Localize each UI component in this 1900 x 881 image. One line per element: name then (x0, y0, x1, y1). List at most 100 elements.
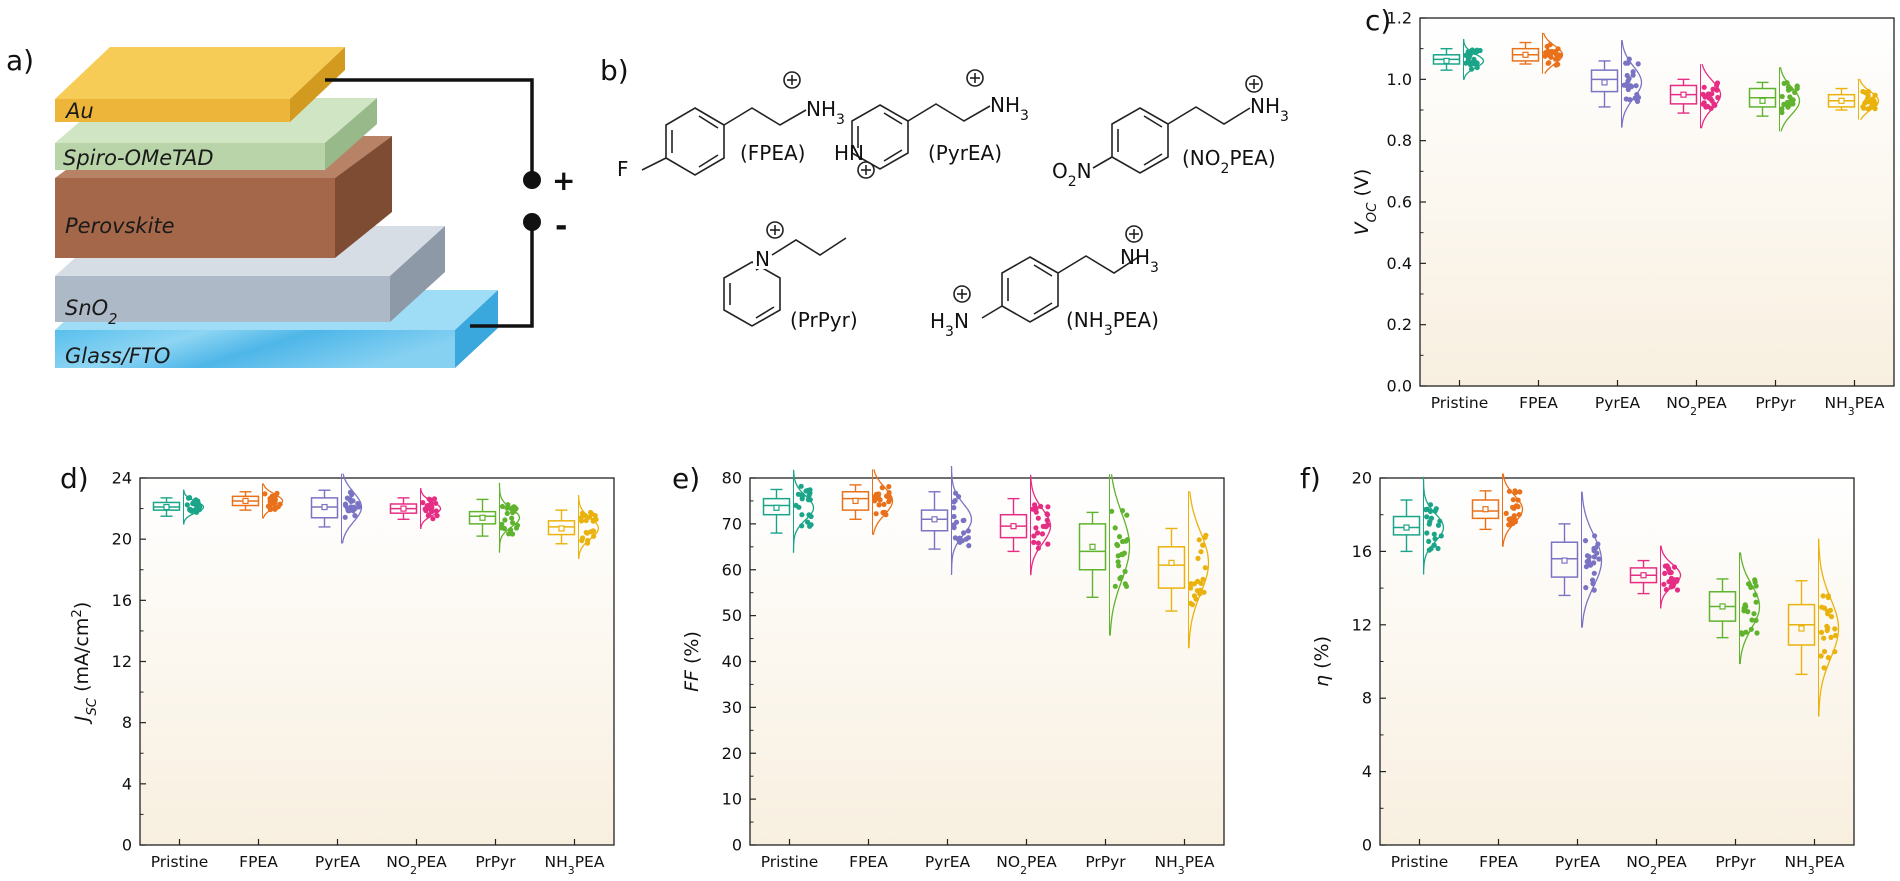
box-group-pristine: Pristine (1431, 38, 1488, 412)
data-point (1584, 553, 1591, 559)
data-point (1751, 611, 1757, 617)
mean-marker (1561, 557, 1568, 564)
data-point (579, 510, 586, 516)
data-point (277, 501, 283, 507)
data-point (1625, 60, 1631, 66)
data-point (1119, 508, 1126, 514)
distribution-curve (872, 469, 894, 535)
pyrea-hn: HN (834, 141, 864, 165)
data-point (1437, 518, 1443, 524)
data-point (1119, 551, 1125, 558)
mean-marker (1838, 97, 1845, 104)
nh3pea-h3n: H3N (930, 309, 969, 340)
y-tick-label: 1.2 (1387, 9, 1412, 28)
data-point (1824, 623, 1830, 629)
data-point (1860, 88, 1866, 95)
x-tick-label: NH3PEA (1785, 853, 1845, 877)
data-point (1625, 86, 1631, 93)
data-point (1465, 55, 1471, 61)
data-point (1592, 533, 1598, 539)
layer-label-glass-fto: Glass/FTO (65, 344, 170, 368)
data-point (1438, 533, 1444, 539)
data-point (1474, 64, 1480, 71)
plot-area (139, 477, 615, 846)
data-point (1818, 629, 1825, 636)
mean-marker (321, 503, 328, 511)
data-point (1545, 48, 1551, 54)
y-tick-label: 1.0 (1387, 70, 1412, 89)
data-point (1193, 596, 1199, 602)
data-point (881, 501, 887, 507)
data-point (504, 510, 510, 516)
fpea-fluorine: F (617, 157, 629, 181)
y-tick-label: 60 (722, 560, 742, 579)
box-group-pristine: Pristine (761, 469, 818, 871)
data-point (1044, 517, 1050, 523)
data-point (1118, 574, 1124, 580)
data-point (961, 530, 967, 536)
iqr-box (1078, 523, 1107, 571)
data-point (1544, 43, 1550, 50)
data-point (1424, 514, 1430, 520)
data-point (433, 508, 439, 514)
y-tick-label: 4 (1362, 762, 1372, 781)
data-point (1785, 104, 1791, 110)
data-point (1435, 522, 1442, 528)
data-point (1031, 506, 1038, 512)
data-point (1872, 106, 1878, 112)
prpyr-name: (PrPyr) (790, 308, 858, 332)
y-tick-label: 20 (1352, 469, 1372, 488)
distribution-curve (262, 483, 284, 519)
data-point (1427, 519, 1433, 525)
data-point (1188, 600, 1194, 606)
molecule-no2pea (1092, 75, 1263, 174)
box-group-nh3pea: NH3PEA (1155, 491, 1215, 877)
box-group-prpyr: PrPyr (1078, 474, 1131, 871)
data-point (1705, 92, 1711, 98)
mean-marker (1010, 523, 1017, 530)
layer-label-spiro: Spiro-OMeTAD (63, 146, 214, 170)
x-tick-label: NH3PEA (545, 853, 605, 877)
data-point (1861, 105, 1867, 111)
data-point (956, 494, 962, 500)
data-point (1200, 576, 1206, 582)
distribution-curve (1739, 552, 1761, 665)
data-point (1591, 570, 1597, 576)
data-point (1709, 98, 1715, 104)
x-tick-label: Pristine (1391, 853, 1449, 871)
data-point (1825, 594, 1831, 601)
data-point (1674, 587, 1681, 593)
data-point (1038, 503, 1044, 509)
data-point (1746, 581, 1752, 587)
data-point (1468, 50, 1474, 56)
data-point (1035, 540, 1041, 546)
iqr-box (920, 509, 949, 532)
iqr-box (1550, 541, 1579, 578)
data-point (347, 496, 353, 502)
data-point (184, 502, 190, 508)
y-tick-label: 0.8 (1387, 131, 1412, 150)
pyrea-nh3: NH3 (990, 93, 1029, 124)
iqr-box (1157, 546, 1186, 589)
data-point (877, 497, 883, 503)
data-point (585, 537, 591, 544)
data-point (1503, 510, 1509, 516)
data-point (1557, 52, 1563, 59)
data-point (588, 529, 594, 535)
data-point (876, 502, 882, 508)
data-point (356, 504, 362, 510)
data-point (1039, 531, 1046, 537)
data-point (872, 498, 878, 504)
data-point (1779, 93, 1785, 100)
y-tick-label: 8 (1362, 689, 1372, 708)
mean-marker (1640, 572, 1647, 579)
data-point (1506, 488, 1512, 494)
data-point (951, 499, 957, 505)
data-point (433, 500, 439, 506)
data-point (798, 483, 804, 489)
data-point (513, 525, 520, 531)
data-point (1426, 547, 1432, 553)
data-point (1785, 84, 1791, 90)
data-point (951, 525, 957, 531)
